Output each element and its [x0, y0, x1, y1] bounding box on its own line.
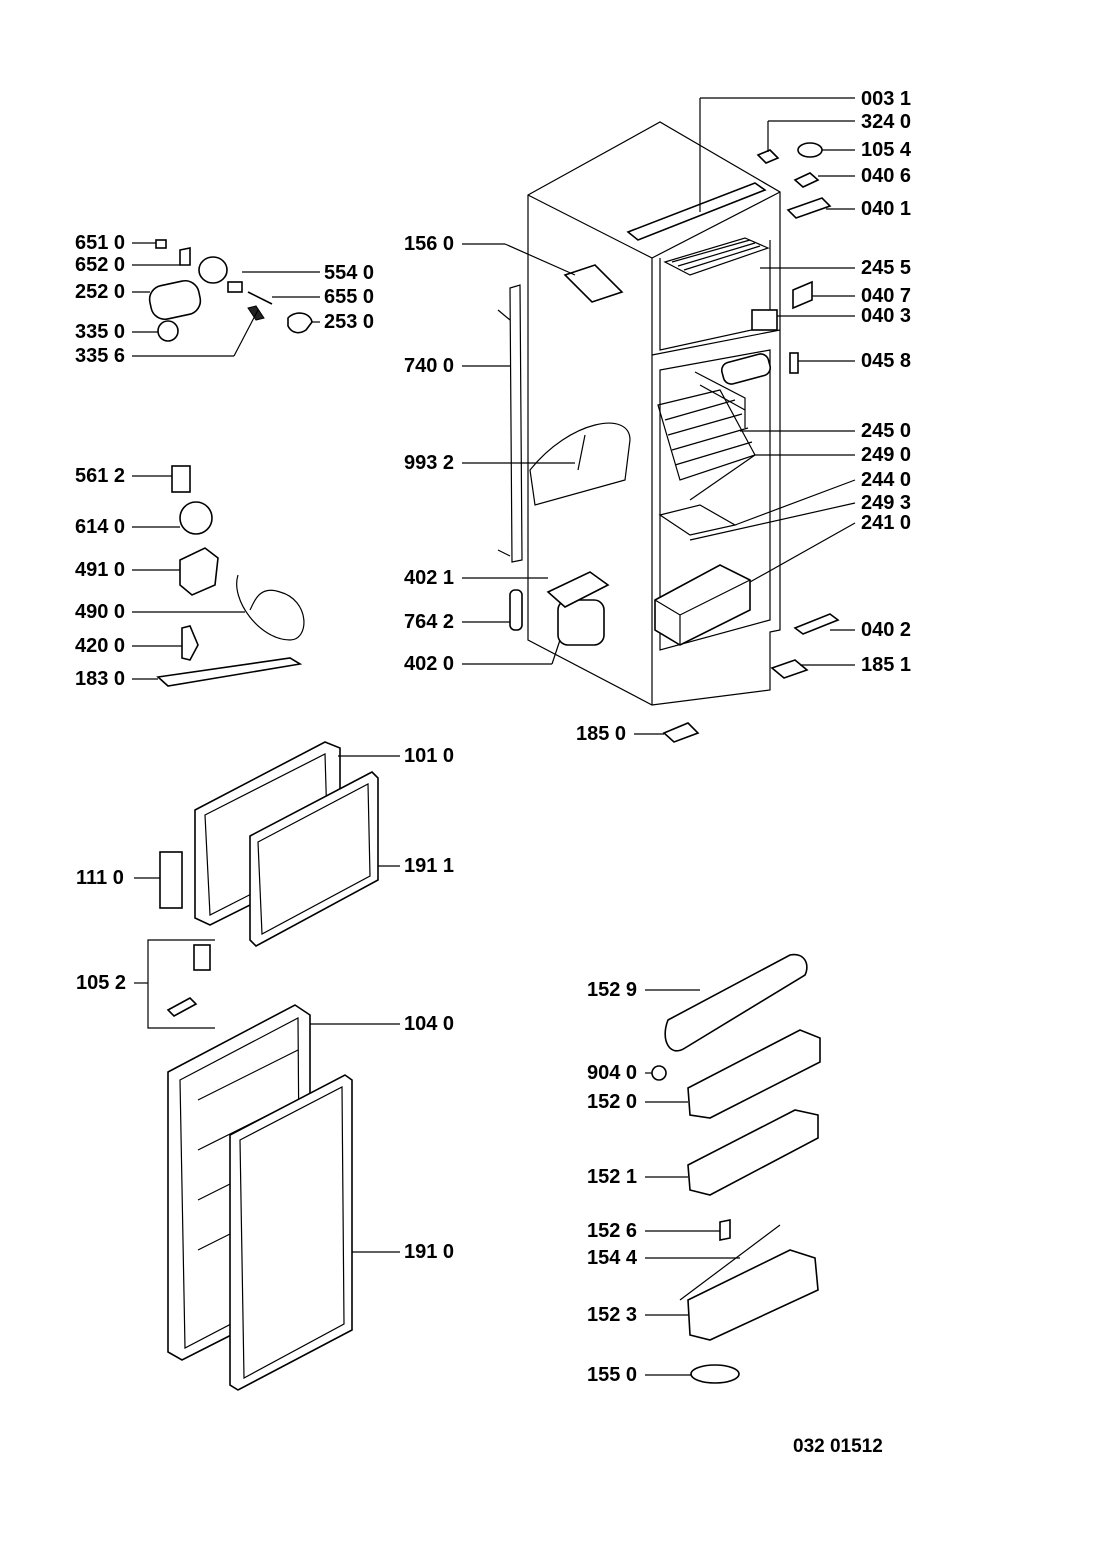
- part-label-154-4: 154 4: [587, 1247, 638, 1269]
- part-label-651-0: 651 0: [75, 232, 126, 254]
- part-label-324-0: 324 0: [861, 111, 912, 133]
- part-label-152-6: 152 6: [587, 1220, 638, 1242]
- part-label-040-2: 040 2: [861, 619, 912, 641]
- part-label-152-9: 152 9: [587, 979, 638, 1001]
- part-label-152-0: 152 0: [587, 1091, 638, 1113]
- part-label-003-1: 003 1: [861, 88, 912, 110]
- part-label-740-0: 740 0: [404, 355, 455, 377]
- part-label-105-2: 105 2: [76, 972, 127, 994]
- part-label-252-0: 252 0: [75, 281, 126, 303]
- part-label-152-1: 152 1: [587, 1166, 638, 1188]
- part-label-040-3: 040 3: [861, 305, 912, 327]
- fridge-cabinet: [497, 121, 840, 743]
- part-label-554-0: 554 0: [324, 262, 375, 284]
- document-number: 032 01512: [793, 1436, 883, 1457]
- part-label-040-1: 040 1: [861, 198, 912, 220]
- part-label-183-0: 183 0: [75, 668, 126, 690]
- part-label-420-0: 420 0: [75, 635, 126, 657]
- part-label-244-0: 244 0: [861, 469, 912, 491]
- part-label-652-0: 652 0: [75, 254, 126, 276]
- part-label-993-2: 993 2: [404, 452, 455, 474]
- fridge-door: [167, 1004, 353, 1391]
- light-assembly-parts: [148, 239, 313, 342]
- part-label-191-0: 191 0: [404, 1241, 455, 1263]
- part-label-040-6: 040 6: [861, 165, 912, 187]
- part-label-491-0: 491 0: [75, 559, 126, 581]
- part-label-490-0: 490 0: [75, 601, 126, 623]
- part-label-253-0: 253 0: [324, 311, 375, 333]
- part-label-040-7: 040 7: [861, 285, 912, 307]
- part-label-561-2: 561 2: [75, 465, 126, 487]
- part-label-191-1: 191 1: [404, 855, 455, 877]
- electrical-parts: [156, 465, 305, 687]
- freezer-door: [159, 741, 379, 1017]
- part-label-402-1: 402 1: [404, 567, 455, 589]
- part-label-241-0: 241 0: [861, 512, 912, 534]
- part-label-764-2: 764 2: [404, 611, 455, 633]
- part-label-335-6: 335 6: [75, 345, 126, 367]
- part-label-249-3: 249 3: [861, 492, 912, 514]
- door-shelves: [651, 953, 821, 1384]
- part-label-904-0: 904 0: [587, 1062, 638, 1084]
- part-label-155-0: 155 0: [587, 1364, 638, 1386]
- part-label-156-0: 156 0: [404, 233, 455, 255]
- part-label-111-0: 111 0: [76, 867, 124, 889]
- part-label-104-0: 104 0: [404, 1013, 455, 1035]
- part-label-245-0: 245 0: [861, 420, 912, 442]
- part-label-101-0: 101 0: [404, 745, 455, 767]
- part-label-045-8: 045 8: [861, 350, 912, 372]
- part-label-185-0: 185 0: [576, 723, 627, 745]
- part-label-245-5: 245 5: [861, 257, 912, 279]
- part-label-249-0: 249 0: [861, 444, 912, 466]
- part-label-614-0: 614 0: [75, 516, 126, 538]
- part-label-402-0: 402 0: [404, 653, 455, 675]
- part-label-655-0: 655 0: [324, 286, 375, 308]
- part-label-105-4: 105 4: [861, 139, 912, 161]
- part-label-335-0: 335 0: [75, 321, 126, 343]
- part-label-152-3: 152 3: [587, 1304, 638, 1326]
- part-label-185-1: 185 1: [861, 654, 912, 676]
- leader-lines: [132, 97, 856, 1376]
